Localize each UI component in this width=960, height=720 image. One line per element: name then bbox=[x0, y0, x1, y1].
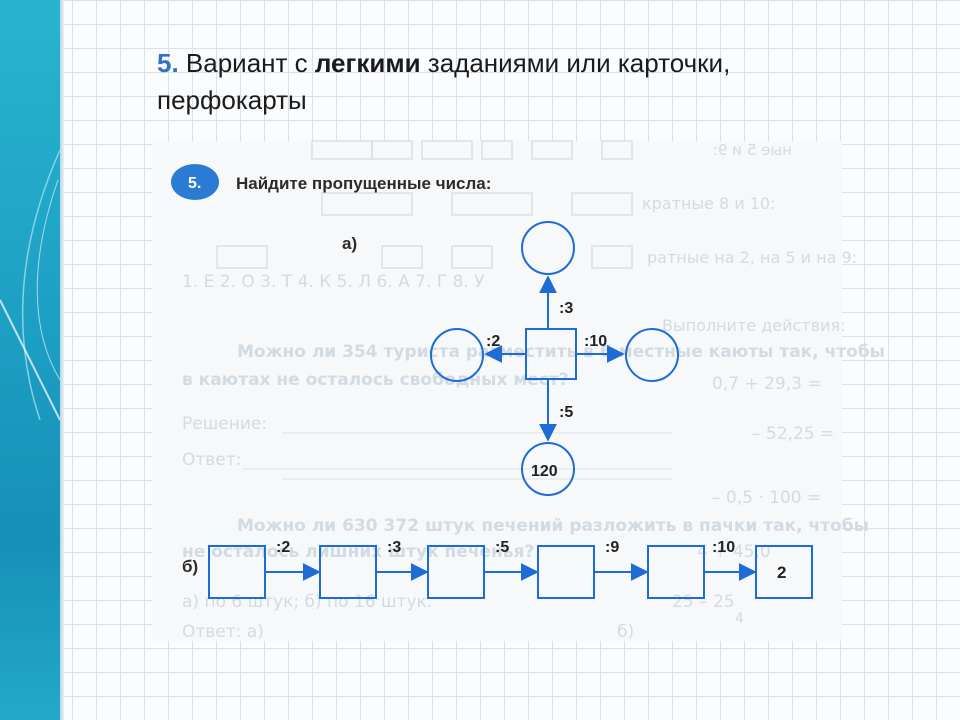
bottom-circle bbox=[521, 442, 575, 496]
task-heading: Найдите пропущенные числа: bbox=[236, 174, 491, 193]
faint-answer-lines bbox=[242, 432, 672, 480]
faint-line-14: – 0,5 · 100 = bbox=[712, 488, 821, 508]
chain-op-1: :2 bbox=[276, 539, 290, 556]
op-down: :5 bbox=[559, 404, 573, 421]
chain-op-5: :10 bbox=[712, 539, 735, 556]
faint-line-8: Решение: bbox=[182, 414, 267, 434]
faint-line-18: 4 + 45,0 bbox=[697, 542, 771, 562]
title-line2: перфокарты bbox=[157, 85, 307, 115]
textbook-page-svg: ные 5 и 9: кратные 8 и 10: ратные на 2, … bbox=[171, 140, 885, 642]
faint-line-10: 0,7 + 29,3 = bbox=[712, 374, 822, 394]
part-b-label: б) bbox=[182, 557, 198, 576]
band-curves-decoration bbox=[0, 149, 61, 421]
title-part1: Вариант с bbox=[178, 48, 315, 78]
chain-op-2: :3 bbox=[387, 539, 401, 556]
op-left: :2 bbox=[486, 333, 500, 350]
faint-line-12: Можно ли 630 372 штук печений разложить … bbox=[237, 516, 869, 536]
faint-line-1: ные 5 и 9: bbox=[713, 141, 792, 159]
op-up: :3 bbox=[559, 300, 573, 317]
task-number-badge-text: 5. bbox=[188, 175, 201, 192]
op-right: :10 bbox=[584, 333, 607, 350]
faint-line-16: Ответ: а) bbox=[182, 622, 264, 642]
chain-op-3: :5 bbox=[495, 539, 509, 556]
task-header: 5. Найдите пропущенные числа: bbox=[171, 164, 491, 200]
band-edge-decoration bbox=[60, 0, 64, 720]
result-a: 120 bbox=[531, 463, 558, 480]
faint-line-6: в каютах не осталось свободных мест? bbox=[182, 370, 569, 390]
faint-line-15: а) по 6 штук; б) по 16 штук. bbox=[182, 592, 432, 612]
faint-line-2: кратные 8 и 10: bbox=[642, 194, 775, 213]
title-part2: заданиями или карточки, bbox=[420, 48, 731, 78]
chain-box-5 bbox=[647, 545, 705, 599]
side-decoration-band bbox=[0, 0, 61, 720]
chain-box-4 bbox=[537, 545, 595, 599]
chain-op-4: :9 bbox=[605, 539, 619, 556]
right-circle bbox=[625, 328, 679, 382]
title-number: 5. bbox=[157, 48, 179, 78]
faint-line-5: Можно ли 354 туриста разместить в 6-мест… bbox=[237, 342, 885, 362]
bleed-through-text: ные 5 и 9: кратные 8 и 10: ратные на 2, … bbox=[182, 140, 885, 642]
task-number-badge bbox=[171, 164, 219, 200]
diagram-part-a: а) bbox=[342, 221, 679, 496]
faint-line-20: 4 bbox=[735, 611, 744, 627]
left-circle bbox=[430, 328, 484, 382]
part-a-label: а) bbox=[342, 234, 357, 253]
faint-line-4: 1. Е 2. О 3. Т 4. К 5. Л 6. А 7. Г 8. У bbox=[182, 272, 485, 292]
top-circle bbox=[521, 221, 575, 275]
chain-result: 2 bbox=[777, 563, 786, 582]
diagram-part-b bbox=[208, 545, 813, 599]
faint-digit-boxes bbox=[216, 140, 633, 269]
part-b-operations: б) :2 :3 :5 :9 :10 2 bbox=[182, 539, 786, 582]
faint-line-7: Выполните действия: bbox=[662, 316, 845, 335]
textbook-scan-image: ные 5 и 9: кратные 8 и 10: ратные на 2, … bbox=[152, 140, 885, 642]
faint-line-3: ратные на 2, на 5 и на 9: bbox=[647, 248, 857, 267]
part-a-operations: :3 :2 :10 :5 120 bbox=[486, 300, 607, 480]
title-bold-word: легкими bbox=[314, 48, 421, 78]
slide-title: 5. Вариант с легкими заданиями или карто… bbox=[157, 45, 857, 119]
faint-line-11: – 52,25 = bbox=[752, 424, 834, 444]
faint-line-17: б) bbox=[617, 622, 634, 642]
faint-line-9: Ответ: bbox=[182, 450, 241, 470]
